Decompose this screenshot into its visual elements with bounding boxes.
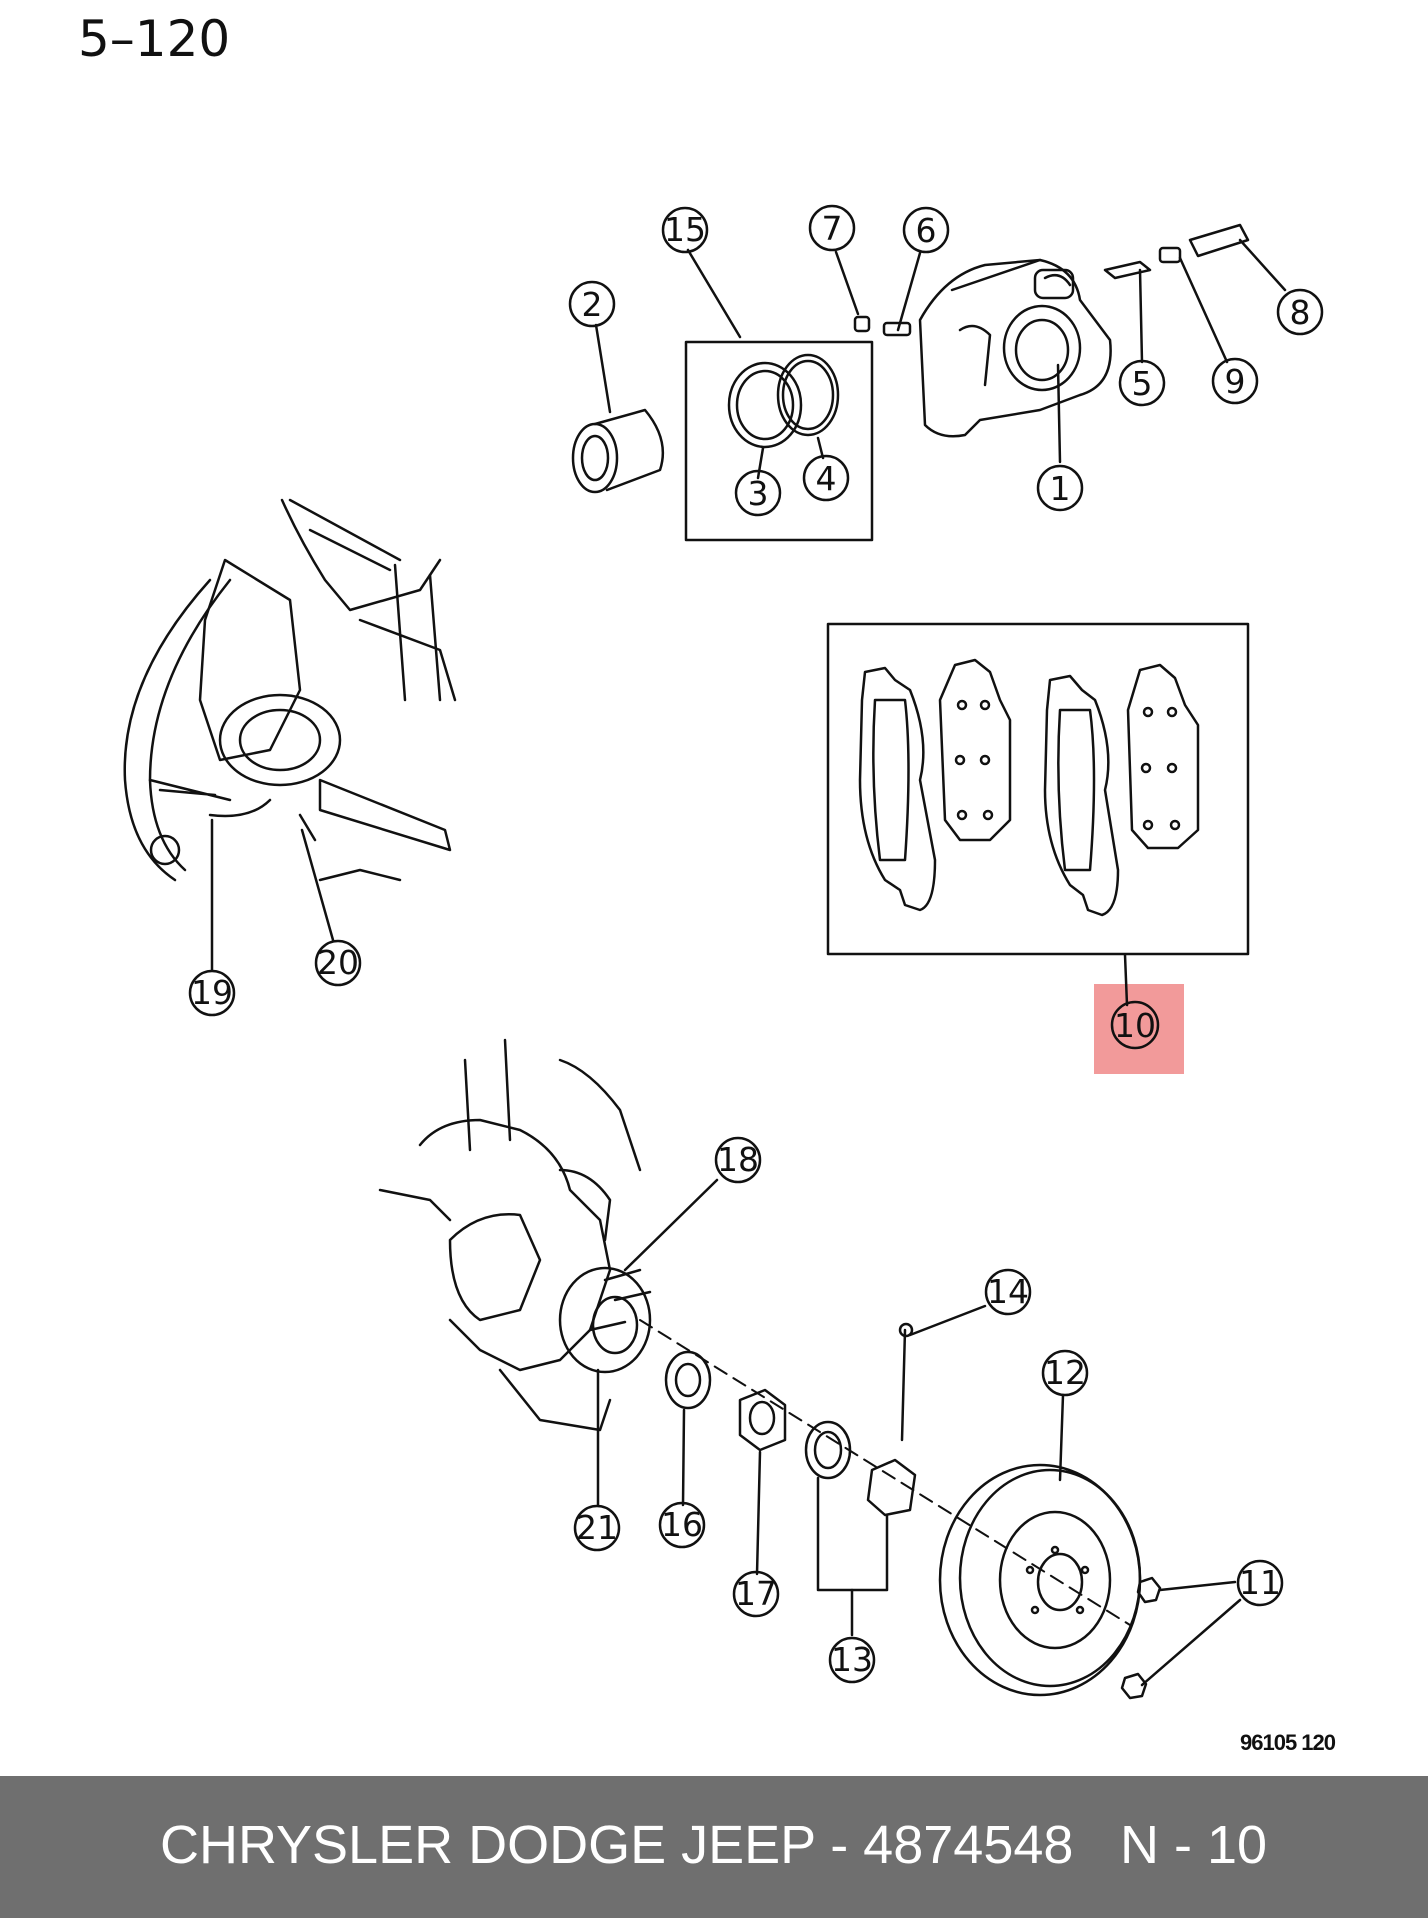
callout-18: 18 <box>714 1136 762 1184</box>
seal-kit-drawing <box>684 340 874 542</box>
callout-6: 6 <box>902 206 950 254</box>
svg-text:21: 21 <box>576 1508 618 1547</box>
svg-text:7: 7 <box>822 209 843 248</box>
callout-15: 15 <box>661 206 709 254</box>
svg-text:19: 19 <box>191 973 233 1012</box>
hub-rotor-assembly-drawing <box>378 1038 1162 1700</box>
svg-text:14: 14 <box>987 1272 1029 1311</box>
svg-text:20: 20 <box>317 943 359 982</box>
callout-7: 7 <box>808 204 856 252</box>
footer-reference: N - 10 <box>1120 1815 1268 1875</box>
callout-14: 14 <box>984 1268 1032 1316</box>
brake-pads-drawing <box>826 622 1250 956</box>
callout-3: 3 <box>734 469 782 517</box>
callout-10: 10 <box>1110 1000 1160 1050</box>
callout-5: 5 <box>1118 359 1166 407</box>
svg-text:2: 2 <box>582 285 603 324</box>
brake-exploded-diagram: 1 2 3 4 5 6 7 8 9 10 11 12 <box>123 204 1324 1700</box>
callout-13: 13 <box>828 1636 876 1684</box>
svg-text:10: 10 <box>1114 1006 1156 1045</box>
callout-11: 11 <box>1236 1559 1284 1607</box>
knuckle-assembly-drawing <box>123 498 457 882</box>
page-number: 5–120 <box>78 10 231 68</box>
callout-1: 1 <box>1036 464 1084 512</box>
callout-16: 16 <box>658 1501 706 1549</box>
callout-8: 8 <box>1276 288 1324 336</box>
svg-text:3: 3 <box>748 474 769 513</box>
piston-drawing <box>571 408 665 494</box>
callout-19: 19 <box>188 969 236 1017</box>
leader-lines <box>210 238 1287 1687</box>
callout-10-highlight <box>1094 984 1184 1074</box>
callout-21: 21 <box>573 1504 621 1552</box>
svg-text:17: 17 <box>735 1574 777 1613</box>
guide-pins-drawing <box>853 223 1250 337</box>
callout-20: 20 <box>314 939 362 987</box>
svg-text:1: 1 <box>1050 469 1071 508</box>
svg-text:13: 13 <box>831 1640 873 1679</box>
figure-code: 96105 120 <box>1240 1730 1336 1755</box>
svg-text:16: 16 <box>661 1505 703 1544</box>
callout-4: 4 <box>802 454 850 502</box>
callout-12: 12 <box>1041 1349 1089 1397</box>
caliper-drawing <box>918 258 1112 438</box>
svg-text:5: 5 <box>1132 364 1153 403</box>
svg-text:18: 18 <box>717 1140 759 1179</box>
svg-text:4: 4 <box>816 459 837 498</box>
svg-text:11: 11 <box>1239 1563 1281 1602</box>
svg-text:9: 9 <box>1225 362 1246 401</box>
callout-9: 9 <box>1211 357 1259 405</box>
svg-text:15: 15 <box>664 210 706 249</box>
footer-part-number: CHRYSLER DODGE JEEP - 4874548 <box>160 1815 1074 1875</box>
callout-2: 2 <box>568 280 616 328</box>
svg-text:6: 6 <box>916 211 937 250</box>
svg-text:8: 8 <box>1290 293 1311 332</box>
callout-17: 17 <box>732 1570 780 1618</box>
svg-text:12: 12 <box>1044 1353 1086 1392</box>
footer-bar: CHRYSLER DODGE JEEP - 4874548 N - 10 <box>0 1776 1428 1918</box>
